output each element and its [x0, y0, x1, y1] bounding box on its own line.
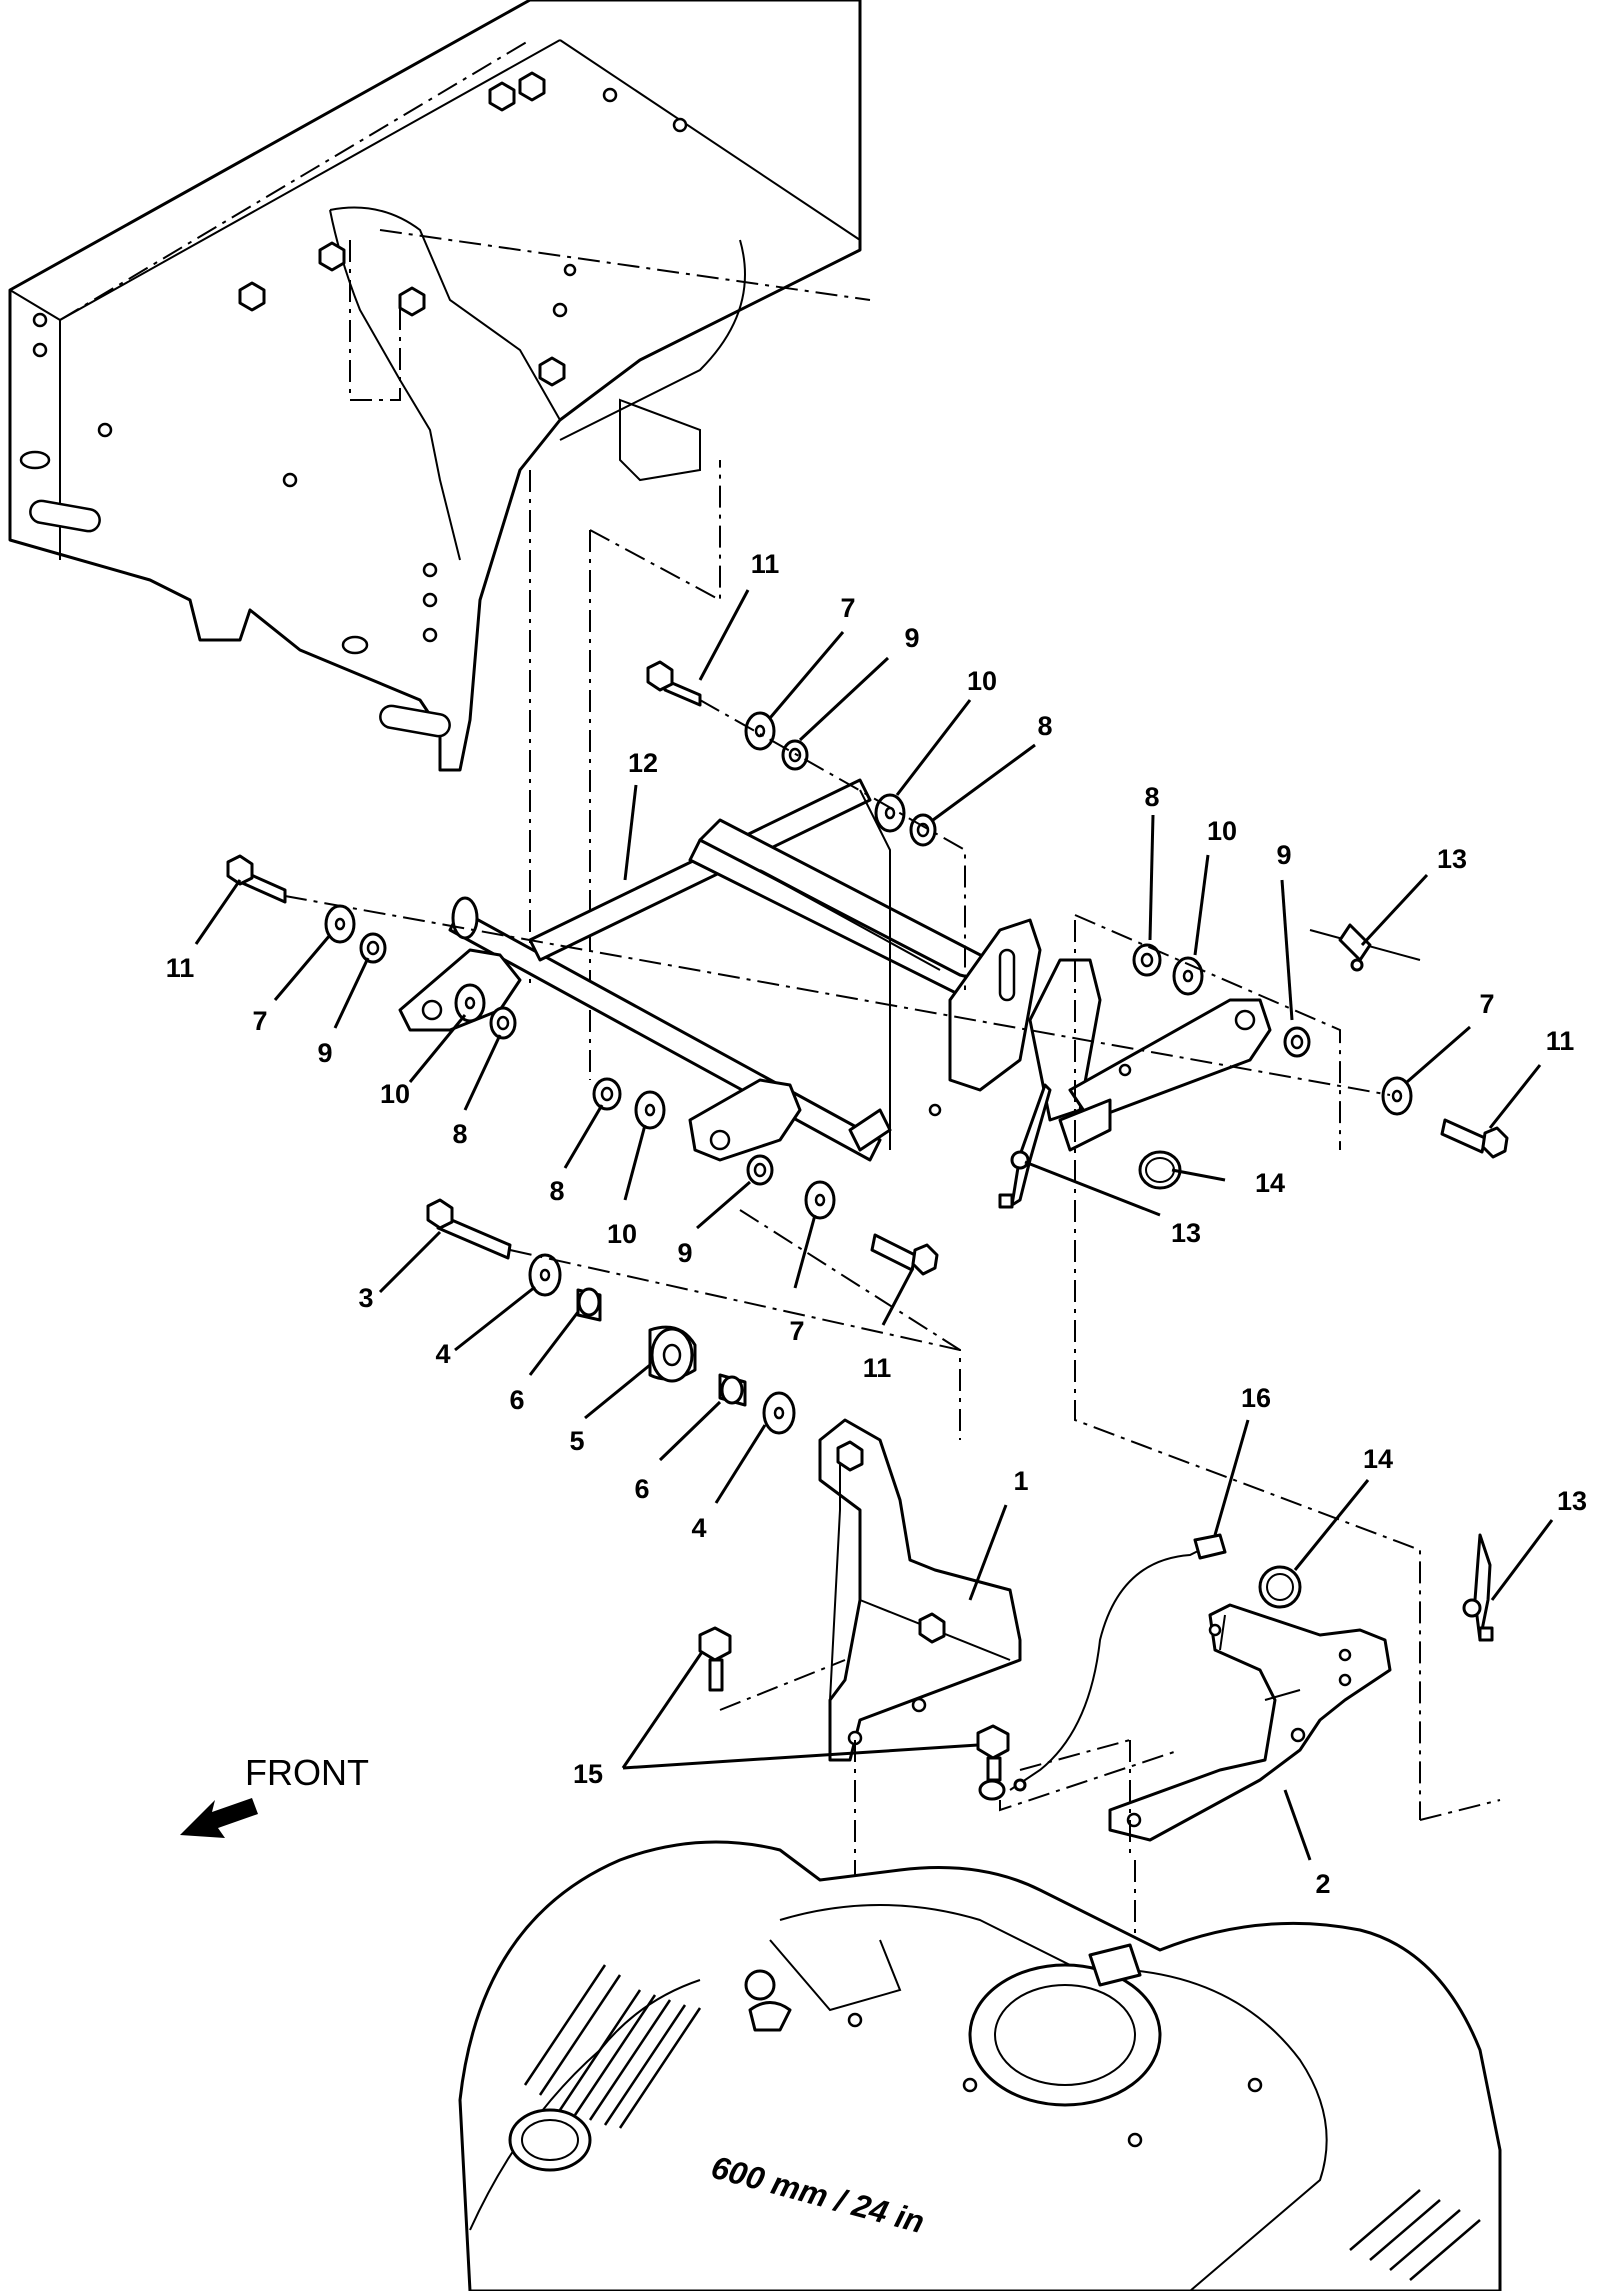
callout-10: 10	[967, 666, 997, 696]
callout-14: 14	[1363, 1444, 1393, 1474]
cable-tie-middle	[998, 1083, 1052, 1209]
deck-vents-right	[1349, 2189, 1481, 2281]
callout-6: 6	[634, 1474, 649, 1504]
callout-10: 10	[607, 1219, 637, 1249]
ground-cable	[1009, 1533, 1227, 1792]
callout-7: 7	[840, 593, 855, 623]
callout-16: 16	[1241, 1383, 1271, 1413]
callout-4: 4	[691, 1513, 706, 1543]
hardware-axis-lines	[284, 699, 1421, 1820]
front-arrow-icon	[180, 1798, 258, 1838]
callout-3: 3	[358, 1283, 373, 1313]
callout-9: 9	[317, 1038, 332, 1068]
hardware-parts	[226, 660, 1509, 1435]
callout-10: 10	[380, 1079, 410, 1109]
callout-4: 4	[435, 1339, 450, 1369]
callout-9: 9	[677, 1238, 692, 1268]
callout-numbers: 11 7 9 10 8 12 8 10 9 13 7 11 11 7 9 10 …	[166, 549, 1587, 1899]
flange-bolt-right	[976, 1724, 1010, 1801]
callout-7: 7	[252, 1006, 267, 1036]
callout-6: 6	[509, 1385, 524, 1415]
callout-9: 9	[1276, 840, 1291, 870]
callout-15: 15	[573, 1759, 603, 1789]
callout-13: 13	[1171, 1218, 1201, 1248]
callout-9: 9	[904, 623, 919, 653]
callout-2: 2	[1315, 1869, 1330, 1899]
callout-10: 10	[1207, 816, 1237, 846]
callout-11: 11	[1546, 1026, 1575, 1056]
deck-bracket-rear	[1108, 1603, 1392, 1842]
callout-12: 12	[628, 748, 658, 778]
callout-7: 7	[1479, 989, 1494, 1019]
deck-vents-left	[523, 1964, 702, 2129]
callout-8: 8	[549, 1176, 564, 1206]
flange-bolt-left	[698, 1626, 732, 1692]
callout-8: 8	[452, 1119, 467, 1149]
callout-5: 5	[569, 1426, 584, 1456]
callout-8: 8	[1037, 711, 1052, 741]
mower-deck: 600 mm / 24 in	[458, 1840, 1502, 2291]
callout-14: 14	[1255, 1168, 1285, 1198]
callout-8: 8	[1144, 782, 1159, 812]
callout-13: 13	[1437, 844, 1467, 874]
callout-1: 1	[1013, 1466, 1028, 1496]
deck-bracket-front	[818, 1418, 1022, 1762]
callout-11: 11	[863, 1353, 892, 1383]
callout-7: 7	[789, 1316, 804, 1346]
cable-tie-upper	[1309, 923, 1421, 972]
callout-11: 11	[751, 549, 780, 579]
tractor-frame	[8, 0, 862, 772]
callout-13: 13	[1557, 1486, 1587, 1516]
lift-arm-assembly	[398, 778, 1272, 1162]
front-label: FRONT	[245, 1752, 369, 1793]
cable-tie-lower	[1462, 1533, 1494, 1642]
front-indicator: FRONT	[180, 1752, 369, 1838]
callout-11: 11	[166, 953, 195, 983]
leader-lines	[194, 589, 1554, 1861]
ring-clamp-lower	[1258, 1565, 1302, 1609]
